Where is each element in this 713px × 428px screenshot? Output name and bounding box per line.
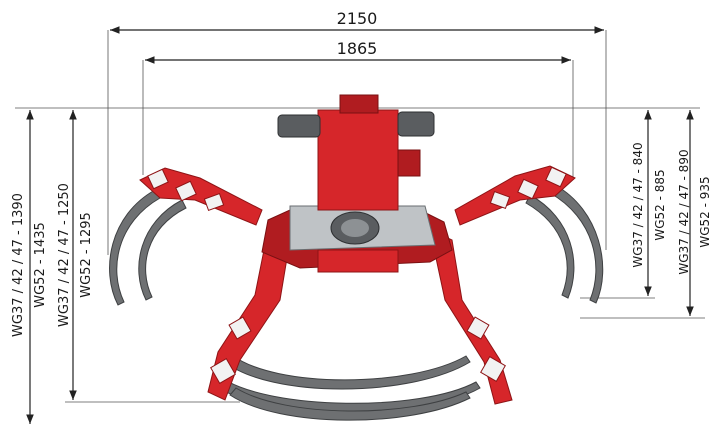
right-inner-height-label-2: WG52 - 885 — [653, 169, 667, 240]
right-closed-arm — [429, 229, 513, 405]
left-outer-height-label-2: WG52 - 1435 — [33, 222, 48, 308]
left-open-tines — [109, 189, 187, 306]
grapple-head — [261, 205, 453, 273]
rotator-body — [277, 94, 435, 211]
right-outer-height-label-2: WG52 - 935 — [698, 176, 712, 247]
left-inner-height-label-2: WG52 - 1295 — [79, 212, 94, 298]
left-closed-arm — [207, 229, 291, 401]
open-width-label: 1865 — [337, 39, 378, 58]
right-open-arm — [454, 165, 576, 226]
overall-width-label: 2150 — [337, 9, 378, 28]
left-inner-height-label-1: WG37 / 42 / 47 - 1250 — [57, 183, 72, 327]
left-open-arm — [139, 167, 263, 226]
grapple-illustration — [109, 94, 604, 421]
left-outer-height-label-1: WG37 / 42 / 47 - 1390 — [11, 193, 26, 337]
right-inner-height-label-1: WG37 / 42 / 47 - 840 — [631, 142, 645, 267]
right-open-tines — [525, 184, 604, 304]
closed-tines — [214, 354, 481, 421]
right-outer-height-label-1: WG37 / 42 / 47 - 890 — [677, 149, 691, 274]
